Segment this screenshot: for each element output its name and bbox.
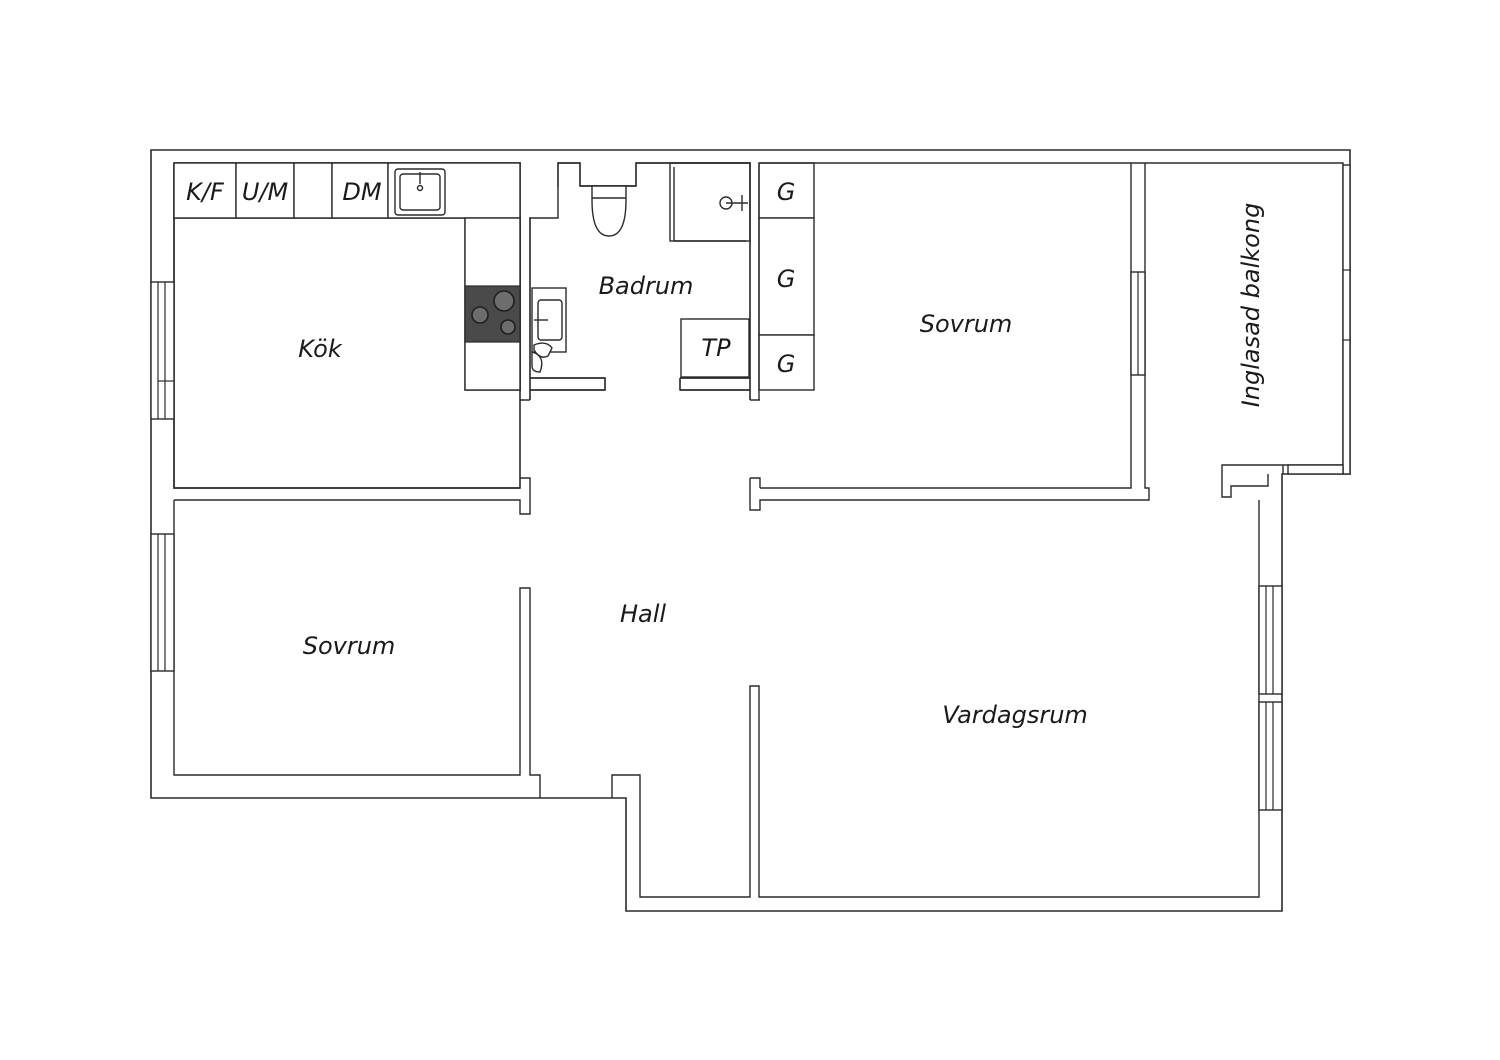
counter-kf [173, 162, 237, 219]
label-hall: Hall [620, 600, 666, 628]
counter-um [235, 162, 295, 219]
hall-walls [611, 500, 1260, 898]
stove-burner-2 [471, 306, 489, 324]
label-sovrum-2: Sovrum [303, 632, 396, 660]
bidet-shape [531, 351, 543, 373]
bedroom-lower-walls [173, 500, 541, 798]
label-sovrum-1: Sovrum [920, 310, 1013, 338]
kitchen-floor-cover [175, 219, 519, 487]
stove-burner-3 [500, 319, 516, 335]
tp-closet [680, 318, 750, 378]
counter-empty [293, 162, 333, 219]
label-balkong: Inglasad balkong [1237, 203, 1265, 408]
bathroom-wall-redraw [520, 162, 760, 401]
balcony-glazing-bottom [1287, 464, 1344, 475]
label-g2: G [777, 265, 796, 293]
label-g1: G [777, 178, 796, 206]
wardrobe-3 [758, 334, 815, 391]
label-kok: Kök [298, 335, 343, 363]
label-kf: K/F [186, 178, 225, 206]
kitchen-sink-drain [416, 184, 424, 192]
kitchen-window [150, 281, 175, 420]
balcony-glazing-right [1342, 164, 1351, 475]
toilet [591, 185, 627, 237]
label-vardagsrum: Vardagsrum [942, 701, 1088, 729]
label-badrum: Badrum [599, 272, 694, 300]
label-g3: G [777, 350, 796, 378]
label-tp: TP [701, 334, 731, 362]
label-um: U/M [242, 178, 289, 206]
living-window-1 [1258, 585, 1283, 695]
wardrobe-1 [758, 162, 815, 219]
label-dm: DM [342, 178, 381, 206]
counter-dm [331, 162, 389, 219]
bedroom-lower-window [150, 533, 175, 672]
stove-burner-1 [493, 290, 515, 312]
kitchen-door-stub [174, 477, 531, 515]
living-window-2 [1258, 701, 1283, 811]
